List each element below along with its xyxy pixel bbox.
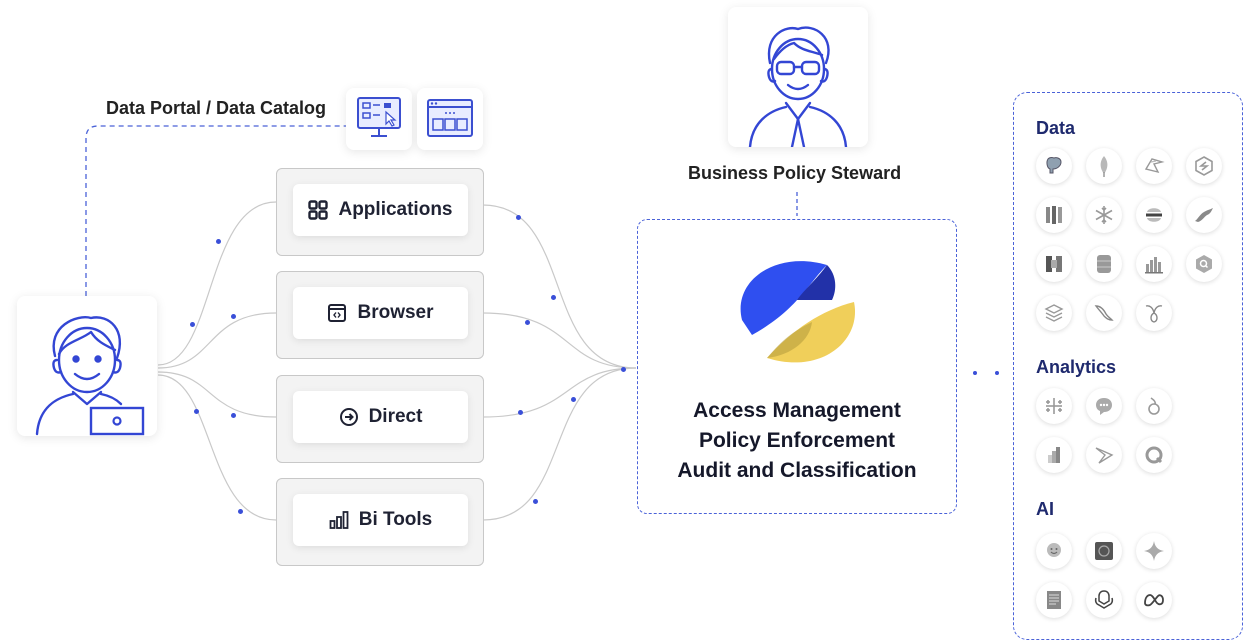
power-bi-icon[interactable] (1036, 437, 1072, 473)
singlestore-icon[interactable] (1186, 148, 1222, 184)
ellipsis-dot (995, 371, 999, 375)
data-section-title: Data (1036, 118, 1076, 138)
mysql-dolphin-icon[interactable] (1086, 295, 1122, 331)
browser-box: Browser (276, 271, 484, 359)
direct-button[interactable]: Direct (293, 391, 468, 443)
spark-icon[interactable] (1136, 148, 1172, 184)
connector-dot (571, 397, 576, 402)
connector-dot (231, 413, 236, 418)
connector-dot (518, 410, 523, 415)
connector-dot (551, 295, 556, 300)
hugging-face-icon[interactable] (1036, 533, 1072, 569)
grid-icon (308, 200, 329, 220)
connector-dot (621, 367, 626, 372)
business-steward-icon (748, 26, 848, 149)
looker-icon[interactable] (1086, 388, 1122, 424)
browser-button[interactable]: Browser (293, 287, 468, 339)
databricks-icon[interactable] (1136, 246, 1172, 282)
connector-dot (516, 215, 521, 220)
applications-label: Applications (338, 199, 453, 220)
sisense-icon[interactable] (1136, 388, 1172, 424)
chatgpt-image-icon[interactable] (1086, 533, 1122, 569)
integrations-panel: Data Analytics (1013, 92, 1243, 640)
connector-dot (194, 409, 199, 414)
web-layout-icon (427, 99, 473, 137)
postgresql-icon[interactable] (1036, 148, 1072, 184)
applications-box: Applications (276, 168, 484, 256)
connector-dot (190, 322, 195, 327)
connector-dot (525, 320, 530, 325)
bar-chart-icon (329, 511, 349, 529)
portal-catalog-card[interactable] (346, 88, 412, 150)
center-line-2: Policy Enforcement (698, 429, 896, 452)
direct-box: Direct (276, 375, 484, 463)
bi-tools-label: Bi Tools (358, 509, 433, 530)
bigquery-icon[interactable] (1186, 246, 1222, 282)
steward-label: Business Policy Steward (688, 163, 902, 183)
arrow-circle-icon (339, 408, 358, 426)
tableau-icon[interactable] (1036, 388, 1072, 424)
center-line-3: Audit and Classification (677, 459, 917, 482)
mariadb-icon[interactable] (1186, 197, 1222, 233)
center-text: Access Management Policy Enforcement Aud… (638, 396, 956, 486)
browser-window-icon (328, 304, 347, 322)
sigma-icon[interactable] (1086, 437, 1122, 473)
dynamodb-icon[interactable] (1086, 246, 1122, 282)
browser-label: Browser (357, 302, 434, 323)
openai-icon[interactable] (1086, 582, 1122, 618)
portal-layout-card[interactable] (417, 88, 483, 150)
bi-tools-box: Bi Tools (276, 478, 484, 566)
qlik-icon[interactable] (1136, 437, 1172, 473)
mongodb-icon[interactable] (1086, 148, 1122, 184)
snowflake-icon[interactable] (1086, 197, 1122, 233)
redshift-icon[interactable] (1036, 197, 1072, 233)
connector-dot (238, 509, 243, 514)
user-with-laptop-icon (35, 316, 145, 436)
connector-dot (216, 239, 221, 244)
center-platform-box: Access Management Policy Enforcement Aud… (637, 219, 957, 514)
monitor-checklist-icon (357, 97, 401, 137)
gemini-sparkle-icon[interactable] (1136, 533, 1172, 569)
aws-s3-icon[interactable] (1036, 246, 1072, 282)
applications-button[interactable]: Applications (293, 184, 468, 236)
direct-label: Direct (368, 406, 423, 427)
platform-logo-icon (740, 261, 856, 363)
cockroachdb-icon[interactable] (1136, 295, 1172, 331)
meta-icon[interactable] (1136, 582, 1172, 618)
connector-dot (533, 499, 538, 504)
user-card[interactable] (17, 296, 157, 436)
connector-dot (231, 314, 236, 319)
document-ai-icon[interactable] (1036, 582, 1072, 618)
bi-tools-button[interactable]: Bi Tools (293, 494, 468, 546)
steward-card[interactable] (728, 7, 868, 149)
elastic-icon[interactable] (1136, 197, 1172, 233)
ai-section-title: AI (1036, 499, 1054, 519)
data-portal-label: Data Portal / Data Catalog (106, 98, 327, 118)
stack-layers-icon[interactable] (1036, 295, 1072, 331)
ellipsis-dot (973, 371, 977, 375)
analytics-section-title: Analytics (1036, 357, 1117, 377)
center-line-1: Access Management (693, 399, 901, 422)
